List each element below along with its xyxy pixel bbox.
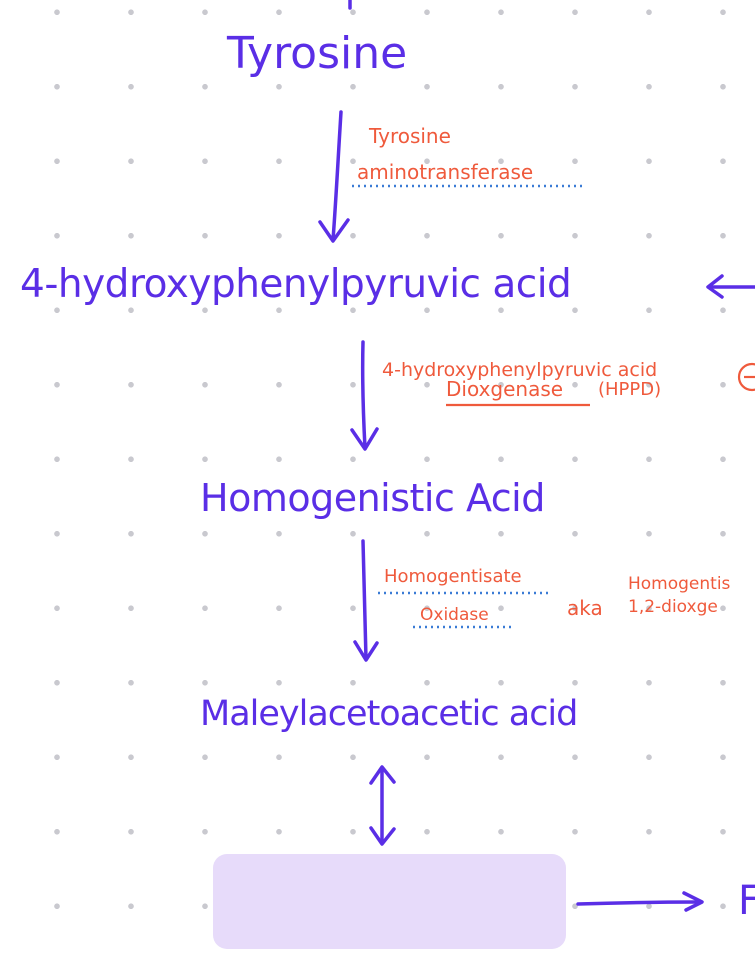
blank-answer-box xyxy=(213,854,566,949)
arrow-homogentisic-to-maleyl xyxy=(353,539,379,662)
enzyme-hppd-abbreviation: (HPPD) xyxy=(598,379,662,400)
arrow-hppa-to-homogentisic xyxy=(350,340,379,451)
enzyme-hppd-line2: Dioxgenase xyxy=(446,377,564,401)
arrow-tyrosine-to-hppa xyxy=(318,110,350,243)
arrow-box-to-right xyxy=(576,891,704,912)
metabolite-maleylacetoacetic-acid: Maleylacetoacetic acid xyxy=(200,694,578,734)
metabolite-next-cut-off: F xyxy=(738,878,755,924)
enzyme-tat-line2: aminotransferase xyxy=(357,160,534,184)
enzyme-hgd-line2: Oxidase xyxy=(420,605,489,625)
enzyme-aka-label: aka xyxy=(567,596,603,620)
enzyme-alt-name-line2: 1,2-dioxge xyxy=(628,597,718,617)
arrow-into-hppa-from-right xyxy=(706,274,755,299)
enzyme-tat-line1: Tyrosine xyxy=(369,124,451,148)
metabolite-tyrosine: Tyrosine xyxy=(227,28,408,79)
metabolite-homogentisic-acid: Homogenistic Acid xyxy=(200,476,545,520)
double-arrow-maleyl-to-box xyxy=(369,765,396,846)
enzyme-alt-name-line1: Homogentis xyxy=(628,574,731,594)
inhibition-circle-icon xyxy=(737,362,755,392)
enzyme-hppd-line1: 4-hydroxyphenylpyruvic acid xyxy=(382,359,658,381)
metabolite-4-hydroxyphenylpyruvic-acid: 4-hydroxyphenylpyruvic acid xyxy=(20,262,572,307)
enzyme-hgd-line1: Homogentisate xyxy=(384,566,522,587)
